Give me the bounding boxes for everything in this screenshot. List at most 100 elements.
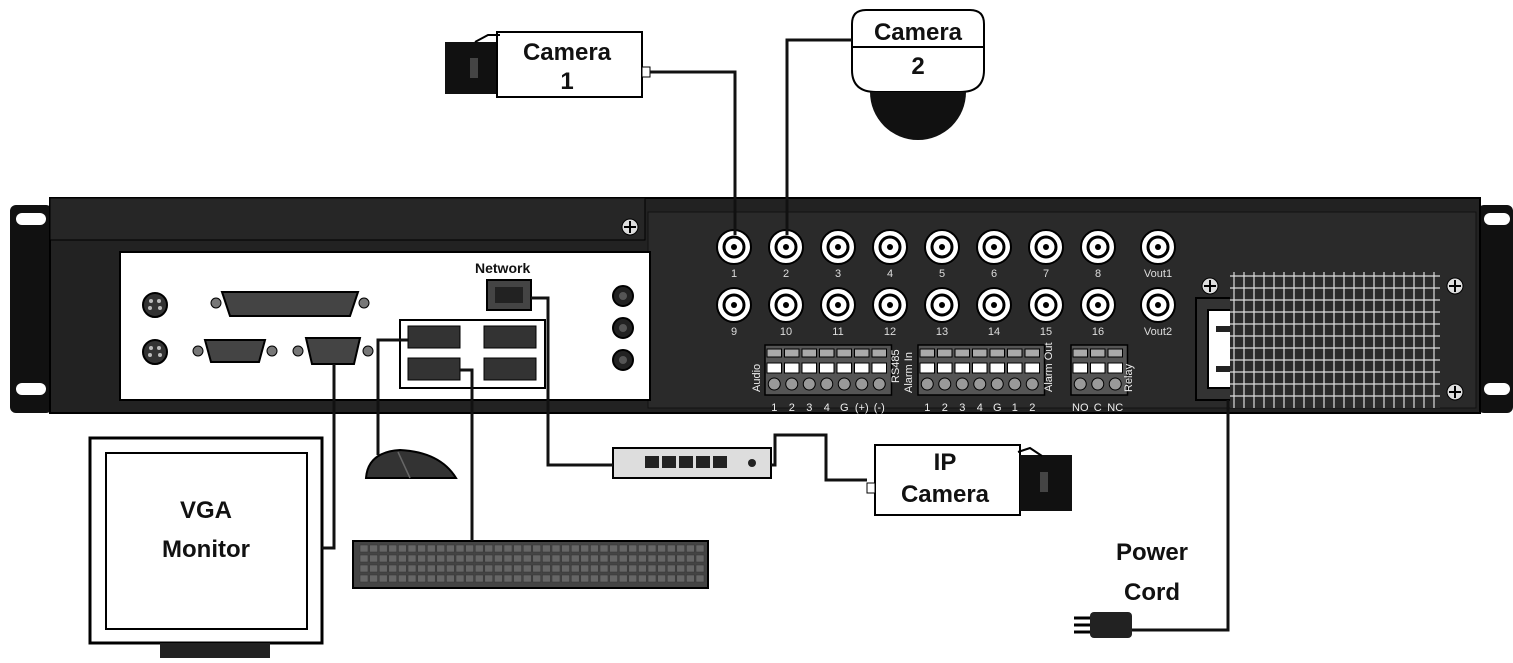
screw-icon	[1201, 277, 1219, 295]
bnc-connector[interactable]	[768, 229, 804, 265]
ip-camera: IP Camera	[866, 444, 1072, 516]
vga-port[interactable]	[292, 337, 374, 365]
camera2-label-line1: Camera	[874, 19, 963, 46]
terminal-screw[interactable]	[1072, 348, 1088, 391]
terminal-screw[interactable]	[1007, 348, 1023, 391]
ip-camera-label-line2: Camera	[901, 481, 990, 508]
terminal-screw[interactable]	[919, 348, 935, 391]
parallel-port[interactable]	[210, 291, 370, 317]
cable-vga-to-monitor	[322, 364, 336, 550]
terminal-pin-label: 2	[789, 402, 795, 414]
bnc-connector[interactable]	[872, 229, 908, 265]
terminal-pin-label: G	[993, 402, 1002, 414]
network-port[interactable]	[486, 279, 532, 311]
serial-port[interactable]	[192, 339, 278, 363]
cable-power	[1132, 400, 1230, 632]
usb-port[interactable]	[483, 325, 537, 349]
terminal-screw[interactable]	[1107, 348, 1123, 391]
terminal-screw[interactable]	[784, 348, 800, 391]
bnc-label: 8	[1095, 268, 1101, 280]
vga-monitor: VGA Monitor	[88, 436, 324, 658]
audio-jack-icon[interactable]	[612, 317, 634, 339]
terminal-screw[interactable]	[989, 348, 1005, 391]
terminal-pin-label: NO	[1072, 402, 1089, 414]
terminal-pin-label: 2	[942, 402, 948, 414]
bnc-label: 16	[1092, 326, 1104, 338]
io-plate	[119, 251, 651, 401]
bnc-connector[interactable]	[924, 229, 960, 265]
rack-ear-right	[1478, 205, 1513, 413]
bnc-connector[interactable]	[1080, 229, 1116, 265]
terminal-screw[interactable]	[972, 348, 988, 391]
bnc-connector[interactable]	[872, 287, 908, 323]
cable-network-to-switch	[531, 296, 613, 467]
cable-mouse	[376, 338, 408, 455]
usb-port[interactable]	[407, 325, 461, 349]
bnc-connector[interactable]	[924, 287, 960, 323]
audio-side-label: Audio	[751, 364, 763, 392]
terminal-pin-label: C	[1094, 402, 1102, 414]
terminal-screw[interactable]	[1090, 348, 1106, 391]
bnc-label: 1	[731, 268, 737, 280]
alarm-side-label: Alarm Out	[1043, 342, 1055, 392]
terminal-screw[interactable]	[854, 348, 870, 391]
screw-icon	[1446, 383, 1464, 401]
bnc-label: 4	[887, 268, 893, 280]
usb-port[interactable]	[407, 357, 461, 381]
terminal-screw[interactable]	[766, 348, 782, 391]
bnc-connector[interactable]	[820, 229, 856, 265]
terminal-screw[interactable]	[819, 348, 835, 391]
screw-icon	[621, 218, 639, 236]
bnc-connector[interactable]	[1028, 229, 1064, 265]
terminal-pin-label: 4	[977, 402, 983, 414]
bnc-label: Vout1	[1144, 268, 1172, 280]
rack-ear-left	[10, 205, 52, 413]
terminal-screw[interactable]	[937, 348, 953, 391]
terminal-screw[interactable]	[954, 348, 970, 391]
bnc-connector[interactable]	[716, 287, 752, 323]
bnc-label: 6	[991, 268, 997, 280]
bnc-connector[interactable]	[1140, 229, 1176, 265]
terminal-pin-label: NC	[1107, 402, 1123, 414]
bnc-connector[interactable]	[820, 287, 856, 323]
camera2-label-line2: 2	[911, 53, 924, 80]
terminal-pin-label: 3	[806, 402, 812, 414]
cables	[322, 38, 1230, 632]
bnc-connector[interactable]	[1080, 287, 1116, 323]
camera-2: Camera 2	[851, 9, 985, 140]
rs485-label: RS485	[890, 349, 902, 383]
audio-jack-icon[interactable]	[612, 285, 634, 307]
ps2-port-icon[interactable]	[142, 339, 168, 365]
network-label: Network	[475, 260, 530, 276]
bnc-connector[interactable]	[1140, 287, 1176, 323]
bnc-label: 10	[780, 326, 792, 338]
bnc-connector[interactable]	[976, 229, 1012, 265]
terminal-screw[interactable]	[836, 348, 852, 391]
bnc-label: 5	[939, 268, 945, 280]
terminal-pin-label: 2	[1029, 402, 1035, 414]
terminal-screw[interactable]	[801, 348, 817, 391]
terminal-screw[interactable]	[871, 348, 887, 391]
cable-keyboard	[460, 368, 474, 541]
usb-port[interactable]	[483, 357, 537, 381]
cable-switch-to-ipcamera	[771, 433, 867, 482]
bnc-connector[interactable]	[976, 287, 1012, 323]
camera1-label-line2: 1	[560, 68, 573, 95]
bnc-label: 9	[731, 326, 737, 338]
ps2-port-icon[interactable]	[142, 292, 168, 318]
terminal-pin-label: 1	[924, 402, 930, 414]
bnc-connector[interactable]	[1028, 287, 1064, 323]
bnc-label: 3	[835, 268, 841, 280]
power-plug-icon	[1074, 612, 1132, 638]
audio-jack-icon[interactable]	[612, 349, 634, 371]
terminal-pin-label: 1	[1012, 402, 1018, 414]
bnc-connector[interactable]	[768, 287, 804, 323]
terminal-screw[interactable]	[1024, 348, 1040, 391]
bnc-connector[interactable]	[716, 229, 752, 265]
bnc-label: 7	[1043, 268, 1049, 280]
bnc-label: 12	[884, 326, 896, 338]
bnc-label: 13	[936, 326, 948, 338]
